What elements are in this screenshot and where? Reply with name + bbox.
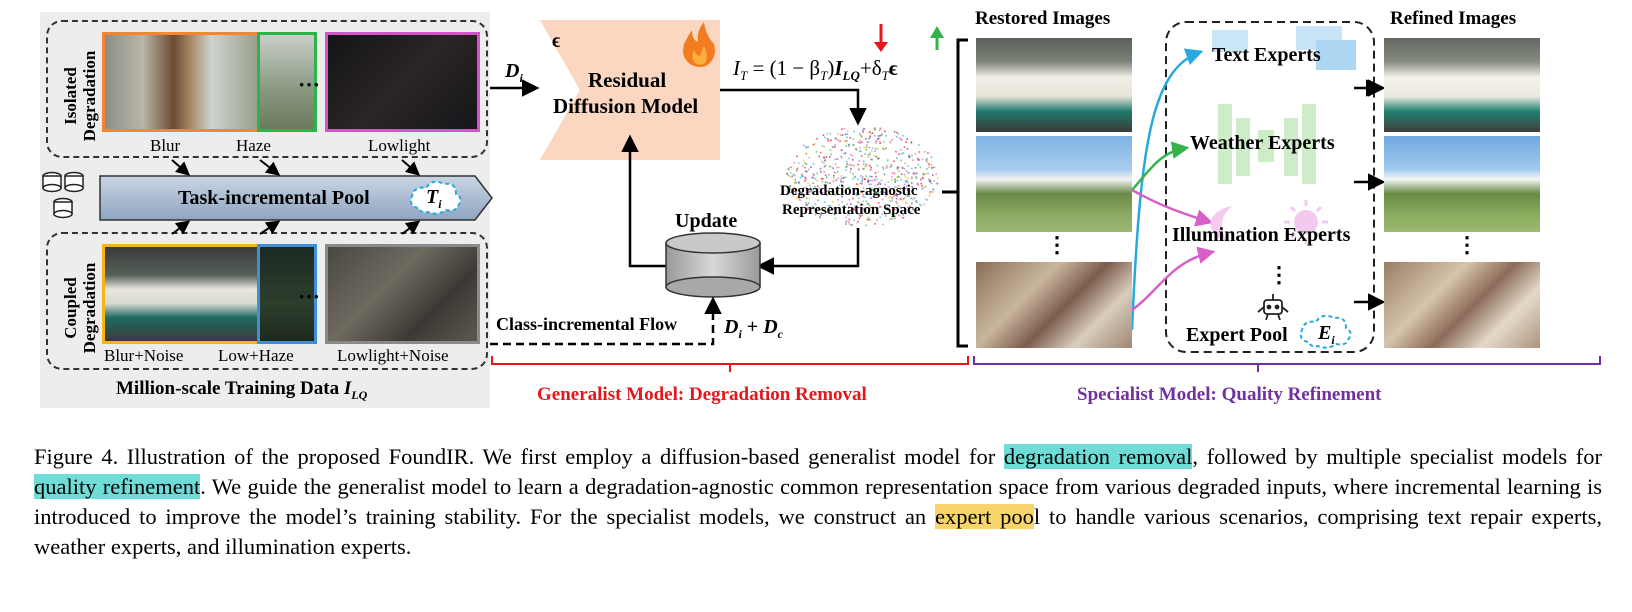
illumination-experts-decoration	[1210, 200, 1328, 244]
restored-image-text	[976, 38, 1132, 132]
lowlight-label: Lowlight	[368, 136, 431, 155]
highlight-degradation-removal: degradation removal	[1003, 444, 1193, 469]
task-incremental-pool-shape	[99, 175, 493, 221]
robot-icon	[1257, 294, 1289, 321]
weather-experts-label: Weather Experts	[1190, 132, 1335, 154]
cloud-icon	[409, 180, 462, 215]
representation-space-noise	[786, 127, 939, 227]
update-label: Update	[675, 210, 738, 232]
blur-noise-label: Blur+Noise	[104, 346, 184, 365]
illumination-experts-label: Illumination Experts	[1172, 224, 1351, 246]
model-title-line1: Residual	[588, 68, 667, 92]
refined-image-weather	[1384, 136, 1540, 232]
restored-image-illumination	[976, 262, 1132, 348]
haze-label: Haze	[236, 136, 271, 155]
restored-image-weather	[976, 136, 1132, 232]
isolated-degradation-box	[46, 20, 488, 158]
lowlight-noise-thumbnail	[325, 244, 480, 344]
isolated-ellipsis: ···	[298, 72, 321, 97]
generalist-section-label: Generalist Model: Degradation Removal	[537, 384, 867, 405]
flow-sum-formula: Di + Dc	[724, 316, 783, 341]
highlight-quality-refinement: quality refinement	[34, 474, 201, 499]
refined-vdots: ⋮	[1456, 232, 1478, 257]
model-epsilon: ϵ	[552, 30, 561, 52]
task-incremental-pool-label: Task-incremental Pool	[178, 187, 370, 209]
figure-caption: Figure 4. Illustration of the proposed F…	[34, 444, 1603, 559]
model-title-line2: Diffusion Model	[553, 94, 699, 118]
refined-image-illumination	[1384, 262, 1540, 348]
blur-label: Blur	[150, 136, 181, 155]
lowlight-thumbnail	[325, 32, 480, 132]
fire-icon	[683, 22, 715, 67]
text-experts-decoration	[1212, 26, 1356, 70]
representation-space-line2: Representation Space	[782, 202, 921, 218]
class-incremental-flow-label: Class-incremental Flow	[496, 314, 678, 334]
coupled-ellipsis: ···	[298, 284, 321, 309]
refined-image-text	[1384, 38, 1540, 132]
weather-experts-decoration	[1218, 104, 1316, 184]
restored-images-title: Restored Images	[975, 8, 1111, 29]
database-icon	[42, 171, 84, 219]
figure-diagram	[42, 20, 1601, 372]
highlight-expert-pool: expert poo	[935, 504, 1034, 529]
expert-pool-cloud-icon	[1299, 314, 1352, 349]
expert-pool-box	[1165, 21, 1375, 353]
pool-symbol: Ti	[426, 186, 442, 211]
restored-vdots: ⋮	[1046, 232, 1068, 257]
specialist-section-label: Specialist Model: Quality Refinement	[1077, 384, 1382, 405]
expert-pool-symbol: Ei	[1318, 322, 1335, 347]
low-haze-label: Low+Haze	[218, 346, 294, 365]
text-experts-label: Text Experts	[1212, 44, 1321, 66]
expert-pool-label: Expert Pool	[1186, 324, 1288, 346]
expert-vdots: ⋮	[1268, 262, 1290, 287]
refined-images-title: Refined Images	[1390, 8, 1517, 29]
representation-space-line1: Degradation-agnostic	[780, 183, 918, 199]
lowlight-noise-label: Lowlight+Noise	[337, 346, 449, 365]
training-data-title: Million-scale Training Data ILQ	[116, 378, 368, 402]
haze-thumbnail	[257, 32, 317, 132]
forward-formula: IT = (1 − βT)ILQ+δTϵ	[733, 56, 898, 84]
low-haze-thumbnail	[257, 244, 317, 344]
blur-thumbnail	[102, 32, 260, 132]
update-database-icon	[665, 232, 761, 298]
input-data-symbol: Di	[505, 60, 523, 85]
